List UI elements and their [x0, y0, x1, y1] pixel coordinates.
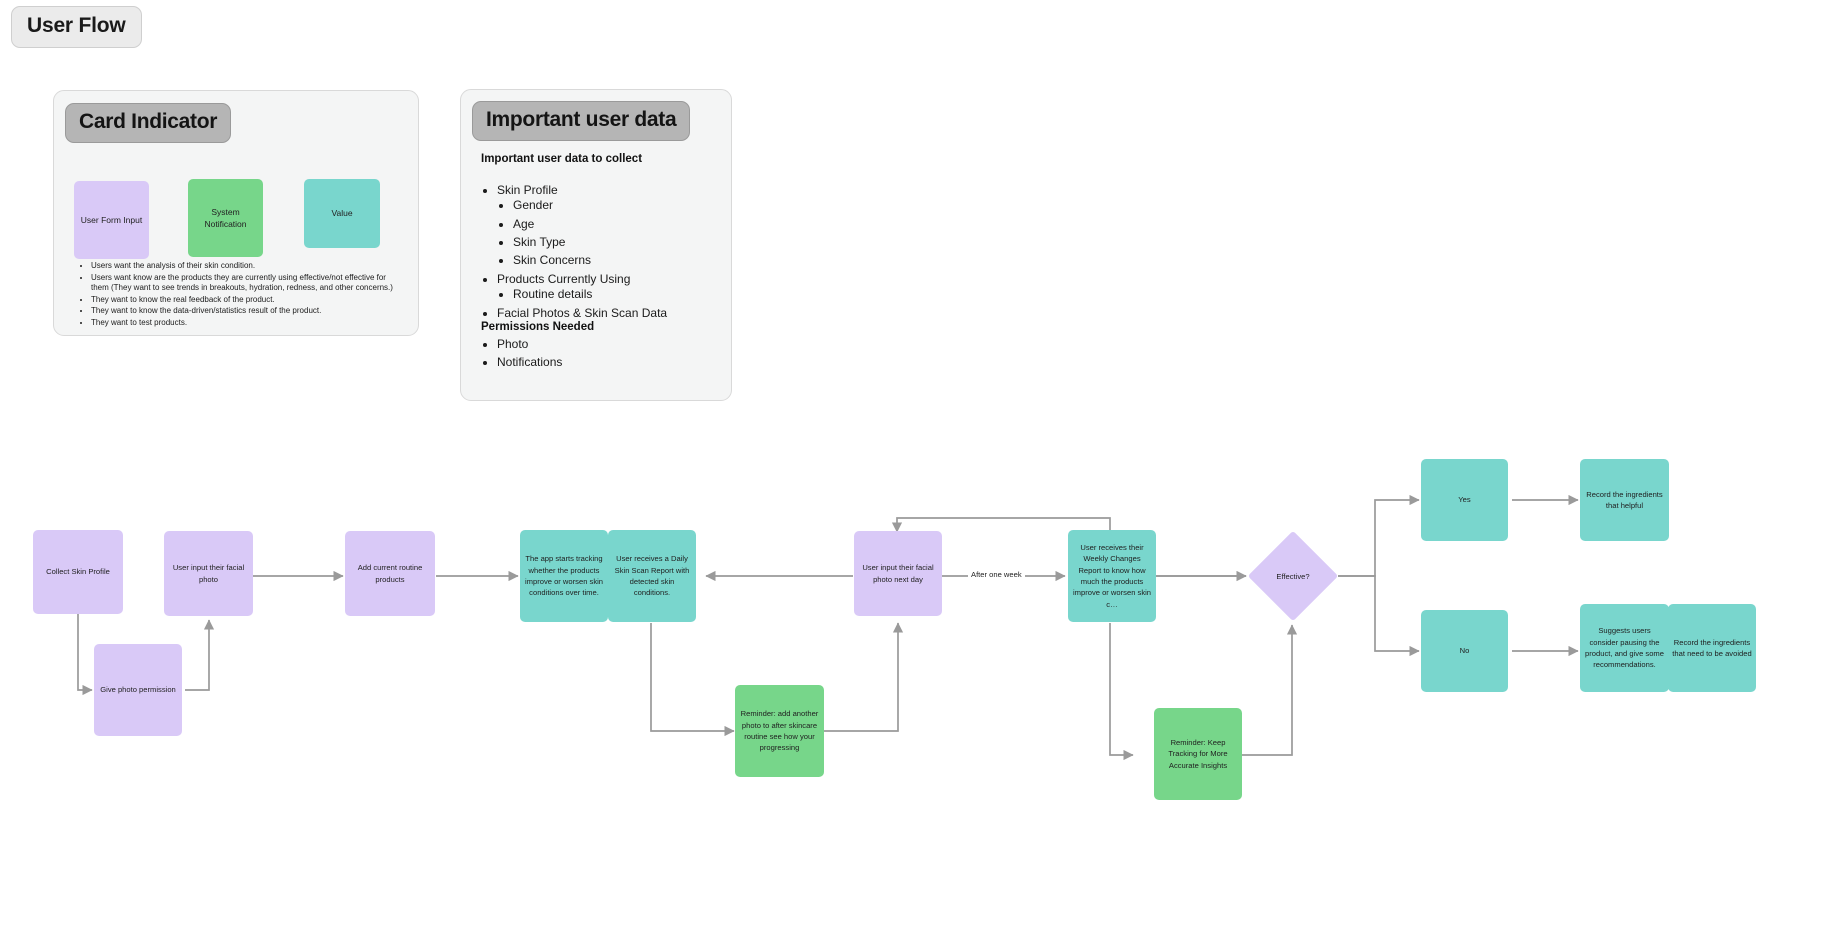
node-label: The app starts tracking whether the prod… [524, 554, 604, 598]
card-indicator-frame[interactable]: Card Indicator User Form Input System No… [53, 90, 419, 336]
swatch-value[interactable]: Value [304, 179, 380, 248]
list-item-label: Skin Profile [497, 183, 558, 197]
swatch-label: User Form Input [80, 214, 143, 225]
flow-node-reminder-keep-tracking[interactable]: Reminder: Keep Tracking for More Accurat… [1154, 708, 1242, 800]
flow-node-user-input-photo-next-day[interactable]: User input their facial photo next day [854, 531, 942, 616]
list-item: Notifications [497, 355, 724, 370]
card-indicator-notes: Users want the analysis of their skin co… [78, 261, 404, 329]
edge-label-after-one-week: After one week [968, 570, 1025, 579]
list-item: Users want know are the products they ar… [91, 273, 404, 294]
node-label: Add current routine products [357, 563, 423, 584]
list-item: Skin Profile Gender Age Skin Type Skin C… [497, 183, 724, 269]
flow-node-daily-skin-scan-report[interactable]: User receives a Daily Skin Scan Report w… [608, 530, 696, 622]
list-item: Age [513, 217, 724, 232]
node-label: Collect Skin Profile [46, 567, 110, 577]
list-item: They want to know the data-driven/statis… [91, 306, 404, 317]
collect-heading: Important user data to collect [481, 153, 643, 165]
collect-list: Skin Profile Gender Age Skin Type Skin C… [479, 183, 724, 324]
sublist: Gender Age Skin Type Skin Concerns [497, 198, 724, 268]
important-user-data-frame[interactable]: Important user data Important user data … [460, 89, 732, 401]
node-label: Give photo permission [100, 685, 176, 695]
list-item: Skin Type [513, 235, 724, 250]
flow-node-record-avoid-ingredients[interactable]: Record the ingredients that need to be a… [1668, 604, 1756, 692]
flow-node-user-input-facial-photo[interactable]: User input their facial photo [164, 531, 253, 616]
list-item: Photo [497, 337, 724, 352]
flow-node-weekly-changes-report[interactable]: User receives their Weekly Changes Repor… [1068, 530, 1156, 622]
permissions-heading: Permissions Needed [481, 321, 595, 333]
swatch-label: System Notification [204, 206, 247, 229]
node-label: User input their facial photo next day [862, 563, 934, 584]
list-item: They want to know the real feedback of t… [91, 295, 404, 306]
flow-node-branch-yes[interactable]: Yes [1421, 459, 1508, 541]
node-label: Reminder: add another photo to after ski… [740, 709, 819, 753]
node-label: Record the ingredients that helpful [1586, 489, 1663, 510]
swatch-system-notification[interactable]: System Notification [188, 179, 263, 257]
node-label: Record the ingredients that need to be a… [1672, 637, 1752, 658]
flow-node-give-photo-permission[interactable]: Give photo permission [94, 644, 182, 736]
node-label: Suggests users consider pausing the prod… [1585, 626, 1664, 670]
flow-node-suggest-pause-product[interactable]: Suggests users consider pausing the prod… [1580, 604, 1669, 692]
node-label: Reminder: Keep Tracking for More Accurat… [1168, 737, 1228, 770]
list-item: They want to test products. [91, 318, 404, 329]
flow-node-collect-skin-profile[interactable]: Collect Skin Profile [33, 530, 123, 614]
list-item-label: Products Currently Using [497, 271, 631, 286]
permissions-list: Photo Notifications [479, 337, 724, 374]
list-item: Users want the analysis of their skin co… [91, 261, 404, 272]
flow-node-reminder-add-another-photo[interactable]: Reminder: add another photo to after ski… [735, 685, 824, 777]
node-label: No [1459, 646, 1470, 656]
sublist: Routine details [497, 287, 724, 302]
flow-node-add-current-routine-products[interactable]: Add current routine products [345, 531, 435, 616]
node-label: User receives their Weekly Changes Repor… [1072, 542, 1152, 609]
flow-node-app-starts-tracking[interactable]: The app starts tracking whether the prod… [520, 530, 608, 622]
node-label: User receives a Daily Skin Scan Report w… [614, 554, 690, 598]
swatch-user-form-input[interactable]: User Form Input [74, 181, 149, 259]
list-item: Gender [513, 198, 724, 213]
flow-node-branch-no[interactable]: No [1421, 610, 1508, 692]
flow-node-record-helpful-ingredients[interactable]: Record the ingredients that helpful [1580, 459, 1669, 541]
list-item: Products Currently Using Routine details [497, 272, 724, 303]
list-item: Skin Concerns [513, 253, 724, 268]
node-label: User input their facial photo [172, 563, 245, 584]
effective-decision-label: Effective? [1276, 571, 1310, 581]
list-item: Routine details [513, 287, 724, 302]
list-item: Facial Photos & Skin Scan Data [497, 306, 724, 321]
swatch-label: Value [331, 208, 353, 219]
important-user-data-chip[interactable]: Important user data [472, 101, 691, 141]
node-label: Yes [1458, 495, 1471, 505]
card-indicator-chip[interactable]: Card Indicator [65, 103, 232, 143]
page-title-chip[interactable]: User Flow [11, 6, 142, 48]
